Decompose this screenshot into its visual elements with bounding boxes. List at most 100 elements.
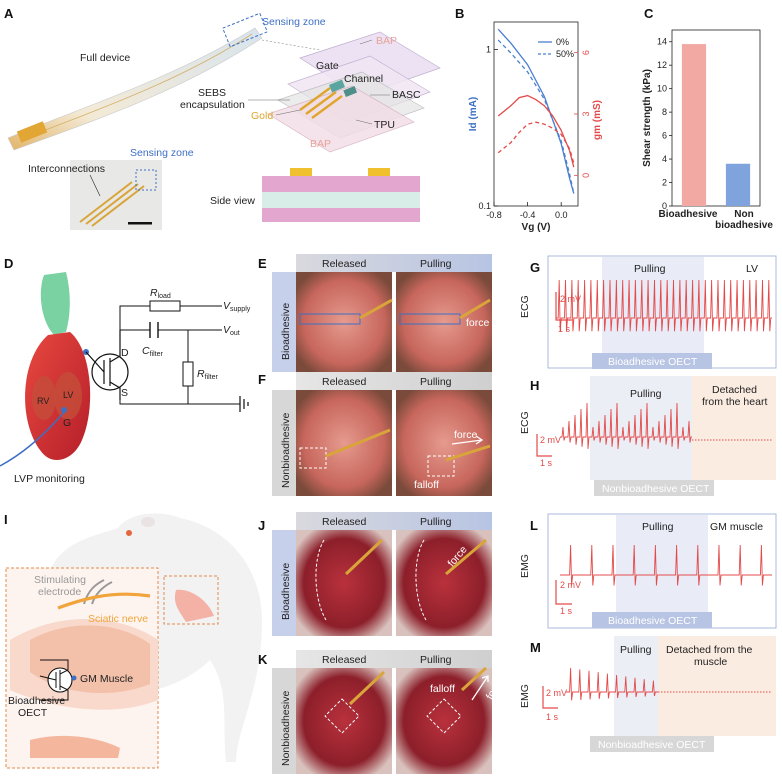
g-footer-label: Bioadhesive OECT [608,356,698,368]
m-footer-label: Nonbioadhesive OECT [598,739,706,751]
v-supply-label: Vsupply [223,300,251,313]
m-pulling-label: Pulling [620,644,652,656]
lvp-cable [0,409,67,467]
panel-g: G Pulling LV ECG 2 mV 1 s Bioadhesive OE… [519,255,777,369]
b-xtick-label: -0.4 [520,210,536,220]
h-scale-time: 1 s [540,458,553,468]
tpu-label: TPU [374,119,395,131]
c-ytick-label: 8 [662,107,667,117]
f-force-arrow [451,435,484,445]
b-xlabel: Vg (V) [522,222,551,233]
g-footer-bar [592,353,712,369]
rv-region [32,376,56,420]
panel-h-pulling-region [590,376,692,480]
b-series-line-0% [497,28,575,194]
e-side-label: Bioadhesive [280,303,292,360]
g-region-label: LV [746,263,758,275]
i-stim-label-line1: Stimulating [34,574,86,586]
panel-m-pulling-region [614,636,658,736]
g-ecg-trace [556,279,772,332]
e-device-leads [359,298,491,320]
j-pulling-label: Pulling [420,516,452,528]
j-released-label: Released [322,516,367,528]
panel-label-a: A [4,6,14,21]
sigG-path [556,279,772,332]
ground-symbol [239,396,249,412]
i-sciatic-nerve [57,592,151,610]
panel-label-k: K [258,652,268,667]
sigL-path [560,544,772,586]
channel-label: Channel [344,73,383,85]
b-ytick-left-label: 1 [486,45,491,55]
sebs-label-line2: encapsulation [180,99,245,111]
panel-e: E Released Pulling Bioadhesive force [258,254,492,372]
e-photo-pulling [396,272,492,372]
l-pulling-label: Pulling [642,521,674,533]
rat-ear [141,517,155,527]
g-scale-time: 1 s [558,324,571,334]
m-emg-trace [566,667,772,701]
side-view-label: Side view [210,195,255,207]
i-foot [30,735,120,758]
panel-m-detached-region [658,636,776,736]
side-view-gold-left [290,168,312,176]
inset-sensing-box [135,169,157,191]
panel-j-header [296,512,492,530]
f-photo-pulling [396,390,492,496]
panel-k-side-bar [272,668,296,774]
side-view-gold-right [368,168,390,176]
panel-label-c: C [644,6,654,21]
full-device-strip [7,27,263,151]
i-nerve-label: Sciatic nerve [88,613,148,625]
panel-i: I Stimulating electrode Sciatic nerve GM… [4,512,263,769]
k-falloff-label: falloff [430,683,455,695]
l-scale-bar [555,580,572,605]
k-dashed-box-pulling [426,698,462,734]
k-pulling-label: Pulling [420,654,452,666]
i-oect-contact [71,675,77,681]
h-detached-label-line2: from the heart [702,396,767,408]
panel-m: M Pulling Detached from the muscle EMG 2… [519,636,776,752]
c-ytick-label: 12 [657,60,667,70]
c-plot-frame [671,29,761,207]
h-scale-voltage: 2 mV [540,435,561,445]
device-pads [16,121,48,143]
g-label: G [63,417,71,429]
side-view-layer-bottom [262,208,420,222]
f-dashed-box-pulling [427,455,455,477]
k-dashed-box-released [324,698,360,734]
l-scale-voltage: 2 mV [560,580,581,590]
c-bar-0 [681,44,707,206]
m-ylabel: EMG [519,684,531,708]
panel-e-side-bar [272,272,296,372]
f-dashed-box-released [299,447,327,469]
panel-label-f: F [258,372,266,387]
circuit-wires [119,305,240,405]
f-device-leads [325,428,491,462]
r-load-label: Rload [150,287,171,300]
gate-label: Gate [316,60,339,72]
r-filter-label: Rfilter [197,368,218,381]
rat-zoom-box [163,575,219,625]
panel-h: H Pulling Detached from the heart ECG 2 … [519,376,776,496]
k-released-label: Released [322,654,367,666]
gold-leader [275,109,301,116]
l-ylabel: EMG [519,554,531,578]
i-oect-label-line1: Bioadhesive [8,695,65,707]
j-device-leads [344,538,487,576]
m-scale-voltage: 2 mV [546,688,567,698]
c-ytick-label: 0 [662,201,667,211]
sigM-path [566,667,658,701]
panel-label-l: L [530,518,538,533]
gold-label: Gold [251,110,273,122]
m-detached-label-line2: muscle [694,656,727,668]
catheter [40,272,70,335]
b-series-line-gm-dashed [497,121,575,164]
bap-bottom-label: BAP [310,138,331,150]
panel-label-d: D [4,256,13,271]
lv-label: LV [63,390,73,400]
panel-d: D RV LV G LVP monitoring D S Rload Vsupp… [0,256,251,485]
